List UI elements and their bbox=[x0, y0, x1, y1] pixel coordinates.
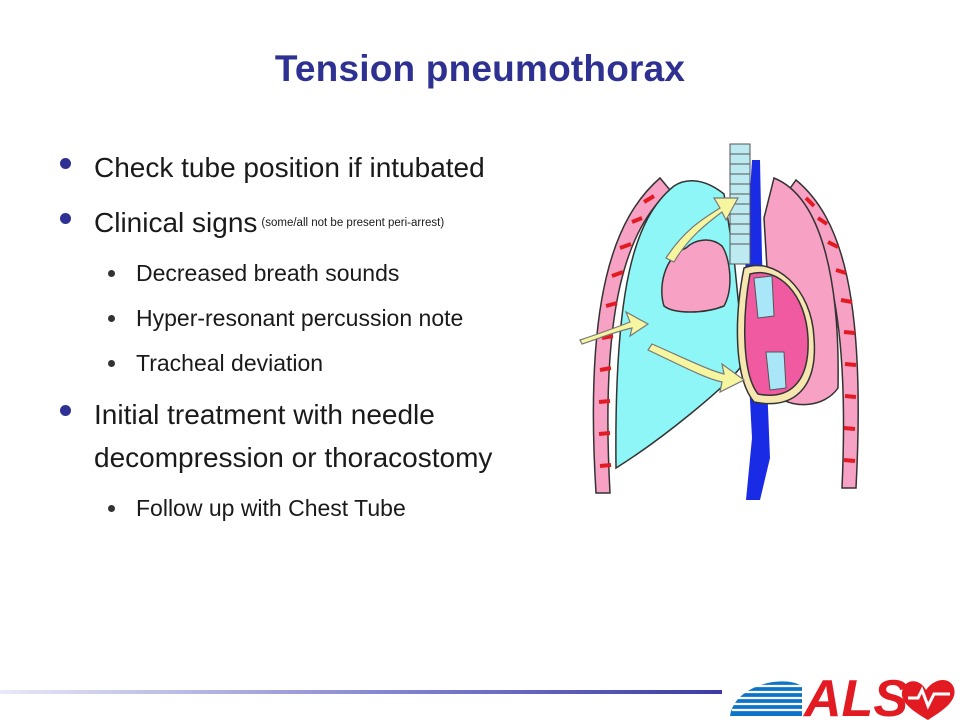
pulse-line-icon bbox=[908, 686, 950, 710]
bullet-text: Clinical signs bbox=[94, 207, 258, 239]
sub-bullet-dot bbox=[108, 360, 115, 368]
air-arrows bbox=[579, 197, 746, 394]
bullet-item: Clinical signs(some/all not be present p… bbox=[58, 201, 548, 244]
sub-bullet-dot bbox=[108, 504, 115, 512]
als-logo-arc bbox=[730, 681, 802, 716]
bullet-item: Check tube position if intubated bbox=[58, 146, 548, 189]
arrow-upper bbox=[665, 197, 740, 263]
sub-bullet-item: Decreased breath sounds bbox=[58, 257, 548, 290]
bullet-dot bbox=[60, 158, 71, 169]
bullet-dot bbox=[60, 213, 71, 225]
bullet-text: Initial treatment with needle decompress… bbox=[94, 398, 493, 474]
collapsed-lung bbox=[661, 239, 731, 313]
slide-title: Tension pneumothorax bbox=[274, 48, 686, 89]
bullet-list: Check tube position if intubated Clinica… bbox=[58, 146, 548, 537]
upper-vessel bbox=[753, 275, 775, 319]
sub-bullet-text: Follow up with Chest Tube bbox=[136, 494, 406, 521]
heart-icon bbox=[901, 679, 955, 720]
footer-rule bbox=[0, 690, 722, 694]
sub-bullet-text: Hyper-resonant percussion note bbox=[136, 305, 464, 332]
rib-hatches bbox=[598, 194, 857, 468]
arrow-lower bbox=[647, 343, 746, 394]
sub-bullet-dot bbox=[108, 269, 115, 277]
lower-vessel bbox=[765, 351, 787, 391]
left-ribs bbox=[592, 176, 672, 494]
sub-bullet-item: Tracheal deviation bbox=[58, 347, 548, 380]
bullet-dot bbox=[60, 404, 71, 416]
lungs-illustration bbox=[579, 143, 859, 500]
als-logo: ALS bbox=[730, 670, 955, 720]
sub-bullet-item: Follow up with Chest Tube bbox=[58, 492, 548, 525]
bullet-note: (some/all not be present peri-arrest) bbox=[261, 217, 445, 230]
bullet-item: Initial treatment with needle decompress… bbox=[58, 393, 548, 480]
sub-bullet-dot bbox=[108, 315, 115, 323]
sub-bullet-text: Tracheal deviation bbox=[136, 350, 324, 377]
trachea-rings bbox=[730, 153, 750, 245]
sub-bullet-text: Decreased breath sounds bbox=[136, 259, 400, 286]
bullet-text: Check tube position if intubated bbox=[94, 152, 485, 183]
als-logo-text: ALS bbox=[802, 670, 908, 720]
arrow-side bbox=[579, 310, 650, 345]
sub-bullet-item: Hyper-resonant percussion note bbox=[58, 302, 548, 335]
